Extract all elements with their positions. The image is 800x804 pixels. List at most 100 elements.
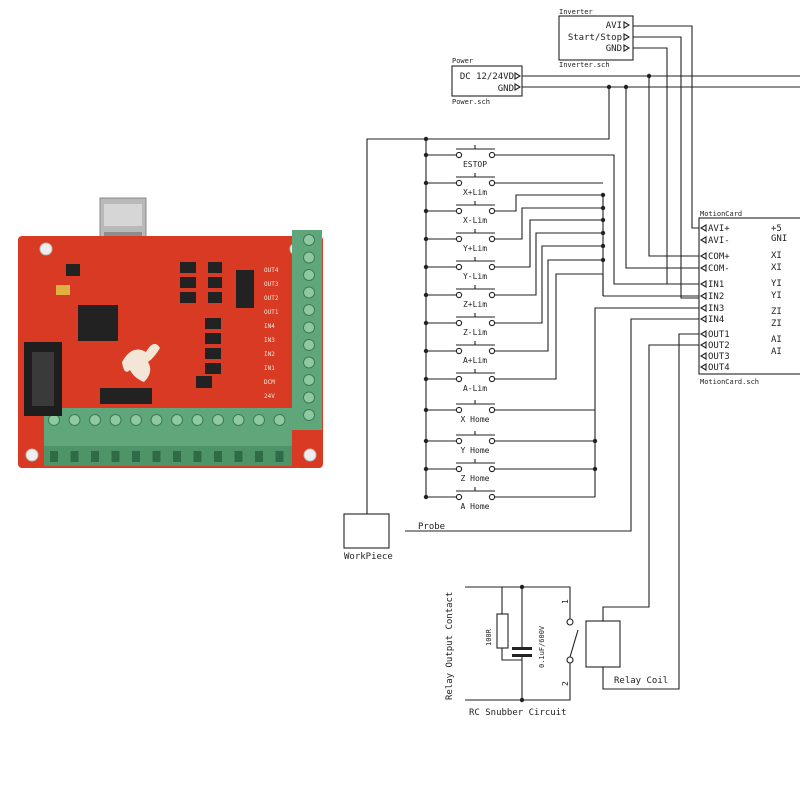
power-pin-dc: DC 12/24VD	[460, 72, 514, 82]
switch-estop: ESTOP	[423, 145, 496, 169]
mc-right-pin-label: ZI	[771, 307, 782, 317]
power-pin-gnd: GND	[498, 84, 514, 94]
switch-z-lim: Z-Lim	[423, 313, 496, 337]
contact-pin-2: 2	[561, 681, 570, 686]
mc-pin-label: IN1	[708, 280, 724, 290]
pin-marker	[699, 224, 707, 232]
terminal-slot	[70, 451, 79, 462]
power-title: Power	[452, 57, 473, 65]
mc-pin-label: OUT3	[708, 352, 730, 362]
pin-marker	[699, 341, 707, 349]
switch-y-home: Y Home	[423, 431, 496, 455]
switch-a-lim: A-Lim	[423, 369, 496, 393]
terminal-screw	[303, 409, 315, 421]
terminal-slot	[152, 451, 161, 462]
pin-marker	[699, 363, 707, 371]
terminal-screw	[68, 414, 81, 426]
terminal-screw	[303, 356, 315, 369]
probe-label: Probe	[418, 522, 445, 532]
board-port-label: IN1	[264, 365, 275, 372]
switch-a-lim: A+Lim	[423, 341, 496, 365]
mc-right-pin-label: GNI	[771, 234, 787, 244]
mc-pin-label: OUT2	[708, 341, 730, 351]
mc-pin-label: IN3	[708, 304, 724, 314]
switch-z-lim: Z+Lim	[423, 285, 496, 309]
resistor-label: 100R	[485, 628, 493, 646]
board-port-label: OUT3	[264, 281, 279, 288]
pin-marker	[699, 252, 707, 260]
switch-label: Y+Lim	[463, 244, 487, 253]
mc-pin-label: IN4	[708, 315, 724, 325]
terminal-screw	[303, 304, 315, 316]
inverter-pin-avi: AVI	[606, 21, 622, 31]
snubber-label: RC Snubber Circuit	[469, 708, 567, 718]
switch-x-home: X Home	[423, 400, 496, 424]
terminal-screw	[303, 269, 315, 281]
board-port-label: OUT1	[264, 309, 279, 316]
board-port-label: IN3	[264, 337, 275, 344]
mc-pin-label: AVI+	[708, 224, 730, 234]
board-port-label: IN2	[264, 351, 275, 358]
switch-label: X Home	[461, 415, 490, 424]
terminal-screw	[303, 391, 315, 404]
pin-marker	[699, 292, 707, 300]
inverter-block: Inverter AVI Start/Stop GND Inverter.sch	[558, 8, 634, 69]
terminal-slot	[91, 451, 99, 462]
relay-coil-label: Relay Coil	[614, 676, 668, 686]
terminal-screw	[232, 414, 245, 426]
mc-pin-label: IN2	[708, 292, 724, 302]
mc-right-pin-label: AI	[771, 335, 782, 345]
pin-marker	[699, 352, 707, 360]
switch-z-home: Z Home	[423, 459, 496, 483]
switch-label: A+Lim	[463, 356, 487, 365]
capacitor-label: 0.1uF/600V	[538, 625, 546, 668]
contact-pin-1: 1	[561, 599, 570, 604]
switch-y-lim: Y-Lim	[423, 257, 496, 281]
pin-marker	[699, 330, 707, 338]
mc-right-pin-label: ZI	[771, 319, 782, 329]
terminal-screw	[48, 414, 60, 426]
terminal-screw	[303, 234, 315, 246]
terminal-screw	[191, 414, 204, 426]
terminal-slot	[234, 451, 243, 462]
power-block: Power DC 12/24VD GND Power.sch	[451, 57, 523, 106]
pin-marker	[699, 315, 707, 323]
relay-snubber: Relay Output Contact 100R 0.1uF/600V 1 2…	[445, 584, 668, 718]
switch-label: A-Lim	[463, 384, 487, 393]
terminal-screw	[303, 374, 315, 386]
terminal-screw	[171, 414, 183, 426]
terminal-slot	[132, 451, 140, 462]
board-port-label: IN4	[264, 323, 275, 330]
terminal-screw	[212, 414, 224, 426]
terminal-slot	[193, 451, 202, 462]
inverter-file: Inverter.sch	[559, 61, 610, 69]
power-rails	[522, 73, 800, 90]
switch-ladder: ESTOP X+LimX-LimY+LimY-LimZ+LimZ-LimA+Lim…	[423, 139, 496, 511]
mc-pin-label: COM-	[708, 264, 730, 274]
terminal-slot	[50, 451, 58, 462]
terminal-slot	[255, 451, 263, 462]
switch-a-home: A Home	[423, 487, 496, 511]
switch-label: X+Lim	[463, 188, 487, 197]
motioncard-block: MotionCard MotionCard.sch AVI+AVI-COM+CO…	[698, 210, 800, 386]
terminal-slot	[214, 451, 222, 462]
pin-marker	[699, 264, 707, 272]
pin-marker	[699, 280, 707, 288]
board-port-label: OUT2	[264, 295, 279, 302]
mc-pin-label: AVI-	[708, 236, 730, 246]
signal-wires	[366, 25, 699, 690]
motioncard-file: MotionCard.sch	[700, 378, 759, 386]
switch-label: Z-Lim	[463, 328, 487, 337]
inverter-title: Inverter	[559, 8, 593, 16]
relay-output-contact-label: Relay Output Contact	[445, 592, 455, 700]
mc-pin-label: OUT4	[708, 363, 730, 373]
switch-x-lim: X-Lim	[423, 201, 496, 225]
switch-label: Z Home	[461, 474, 490, 483]
terminal-slot	[173, 451, 181, 462]
terminal-slot	[275, 451, 284, 462]
terminal-screw	[303, 251, 315, 264]
terminal-screw	[303, 339, 315, 351]
workpiece: WorkPiece	[343, 513, 393, 562]
